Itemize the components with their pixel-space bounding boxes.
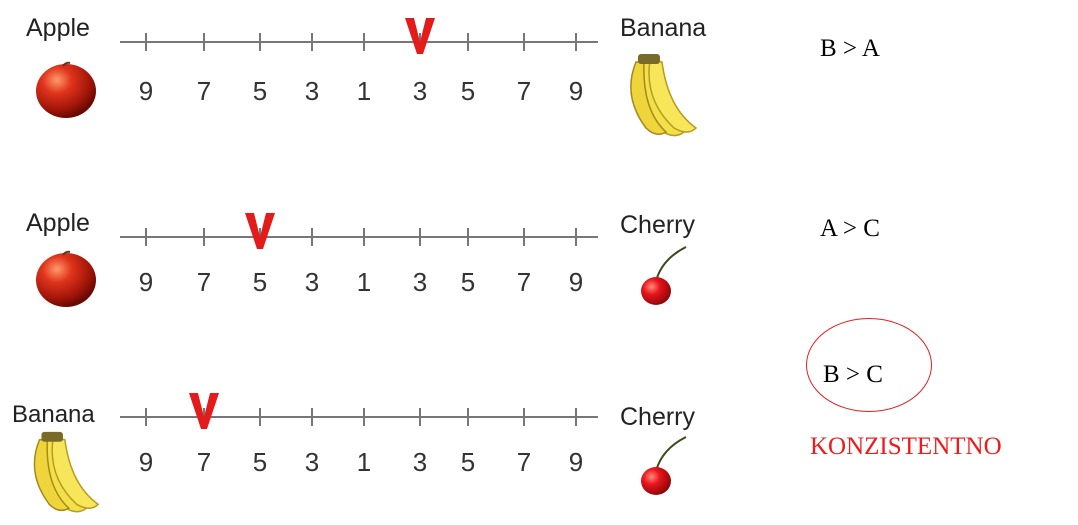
scale-number: 7 (189, 76, 219, 107)
scale-tick (575, 33, 577, 51)
left-option-label: Banana (12, 403, 95, 427)
scale-number: 7 (189, 267, 219, 298)
banana-icon (612, 48, 704, 140)
scale-tick (363, 33, 365, 51)
scale-number: 7 (189, 447, 219, 478)
scale-number: 5 (245, 267, 275, 298)
scale-tick (523, 408, 525, 426)
scale-tick (311, 33, 313, 51)
scale-tick (145, 228, 147, 246)
scale-number: 5 (453, 267, 483, 298)
cherry-icon (636, 245, 692, 307)
scale-tick (523, 228, 525, 246)
scale-tick (467, 228, 469, 246)
right-option-label: Cherry (620, 213, 695, 238)
scale-tick (523, 33, 525, 51)
scale-line (120, 236, 598, 238)
scale-tick (363, 408, 365, 426)
apple-icon (33, 58, 99, 120)
scale-number: 9 (561, 447, 591, 478)
scale-number: 3 (405, 447, 435, 478)
apple-icon (33, 247, 99, 309)
scale-tick (145, 33, 147, 51)
right-option-label: Banana (620, 16, 706, 41)
scale-number: 9 (131, 76, 161, 107)
scale-number: 5 (245, 447, 275, 478)
scale-tick (575, 408, 577, 426)
scale-number: 5 (453, 447, 483, 478)
selection-check-mark (243, 211, 277, 251)
scale-tick (467, 33, 469, 51)
scale-number: 5 (245, 76, 275, 107)
scale-number: 9 (561, 76, 591, 107)
scale-number: 1 (349, 76, 379, 107)
scale-number: 3 (297, 76, 327, 107)
scale-number: 7 (509, 76, 539, 107)
scale-line (120, 41, 598, 43)
scale-tick (259, 408, 261, 426)
relation-text-1: B > A (820, 35, 880, 63)
scale-number: 3 (405, 76, 435, 107)
relation-text-2: A > C (820, 215, 880, 243)
selection-check-mark (187, 391, 221, 431)
scale-tick (145, 408, 147, 426)
scale-tick (311, 408, 313, 426)
scale-number: 1 (349, 267, 379, 298)
scale-tick (363, 228, 365, 246)
scale-number: 3 (297, 447, 327, 478)
scale-number: 9 (561, 267, 591, 298)
scale-number: 7 (509, 267, 539, 298)
scale-tick (467, 408, 469, 426)
consistency-verdict: KONZISTENTNO (810, 433, 1002, 461)
scale-number: 7 (509, 447, 539, 478)
scale-tick (575, 228, 577, 246)
scale-tick (203, 33, 205, 51)
right-option-label: Cherry (620, 405, 695, 430)
scale-tick (419, 408, 421, 426)
selection-check-mark (403, 16, 437, 56)
scale-number: 3 (405, 267, 435, 298)
scale-number: 3 (297, 267, 327, 298)
scale-tick (311, 228, 313, 246)
banana-icon (16, 425, 106, 521)
scale-number: 5 (453, 76, 483, 107)
scale-number: 9 (131, 267, 161, 298)
scale-tick (419, 228, 421, 246)
scale-tick (203, 228, 205, 246)
left-option-label: Apple (26, 211, 90, 236)
left-option-label: Apple (26, 16, 90, 41)
scale-tick (259, 33, 261, 51)
scale-number: 9 (131, 447, 161, 478)
cherry-icon (636, 435, 692, 497)
scale-number: 1 (349, 447, 379, 478)
relation-text-3: B > C (823, 361, 883, 389)
